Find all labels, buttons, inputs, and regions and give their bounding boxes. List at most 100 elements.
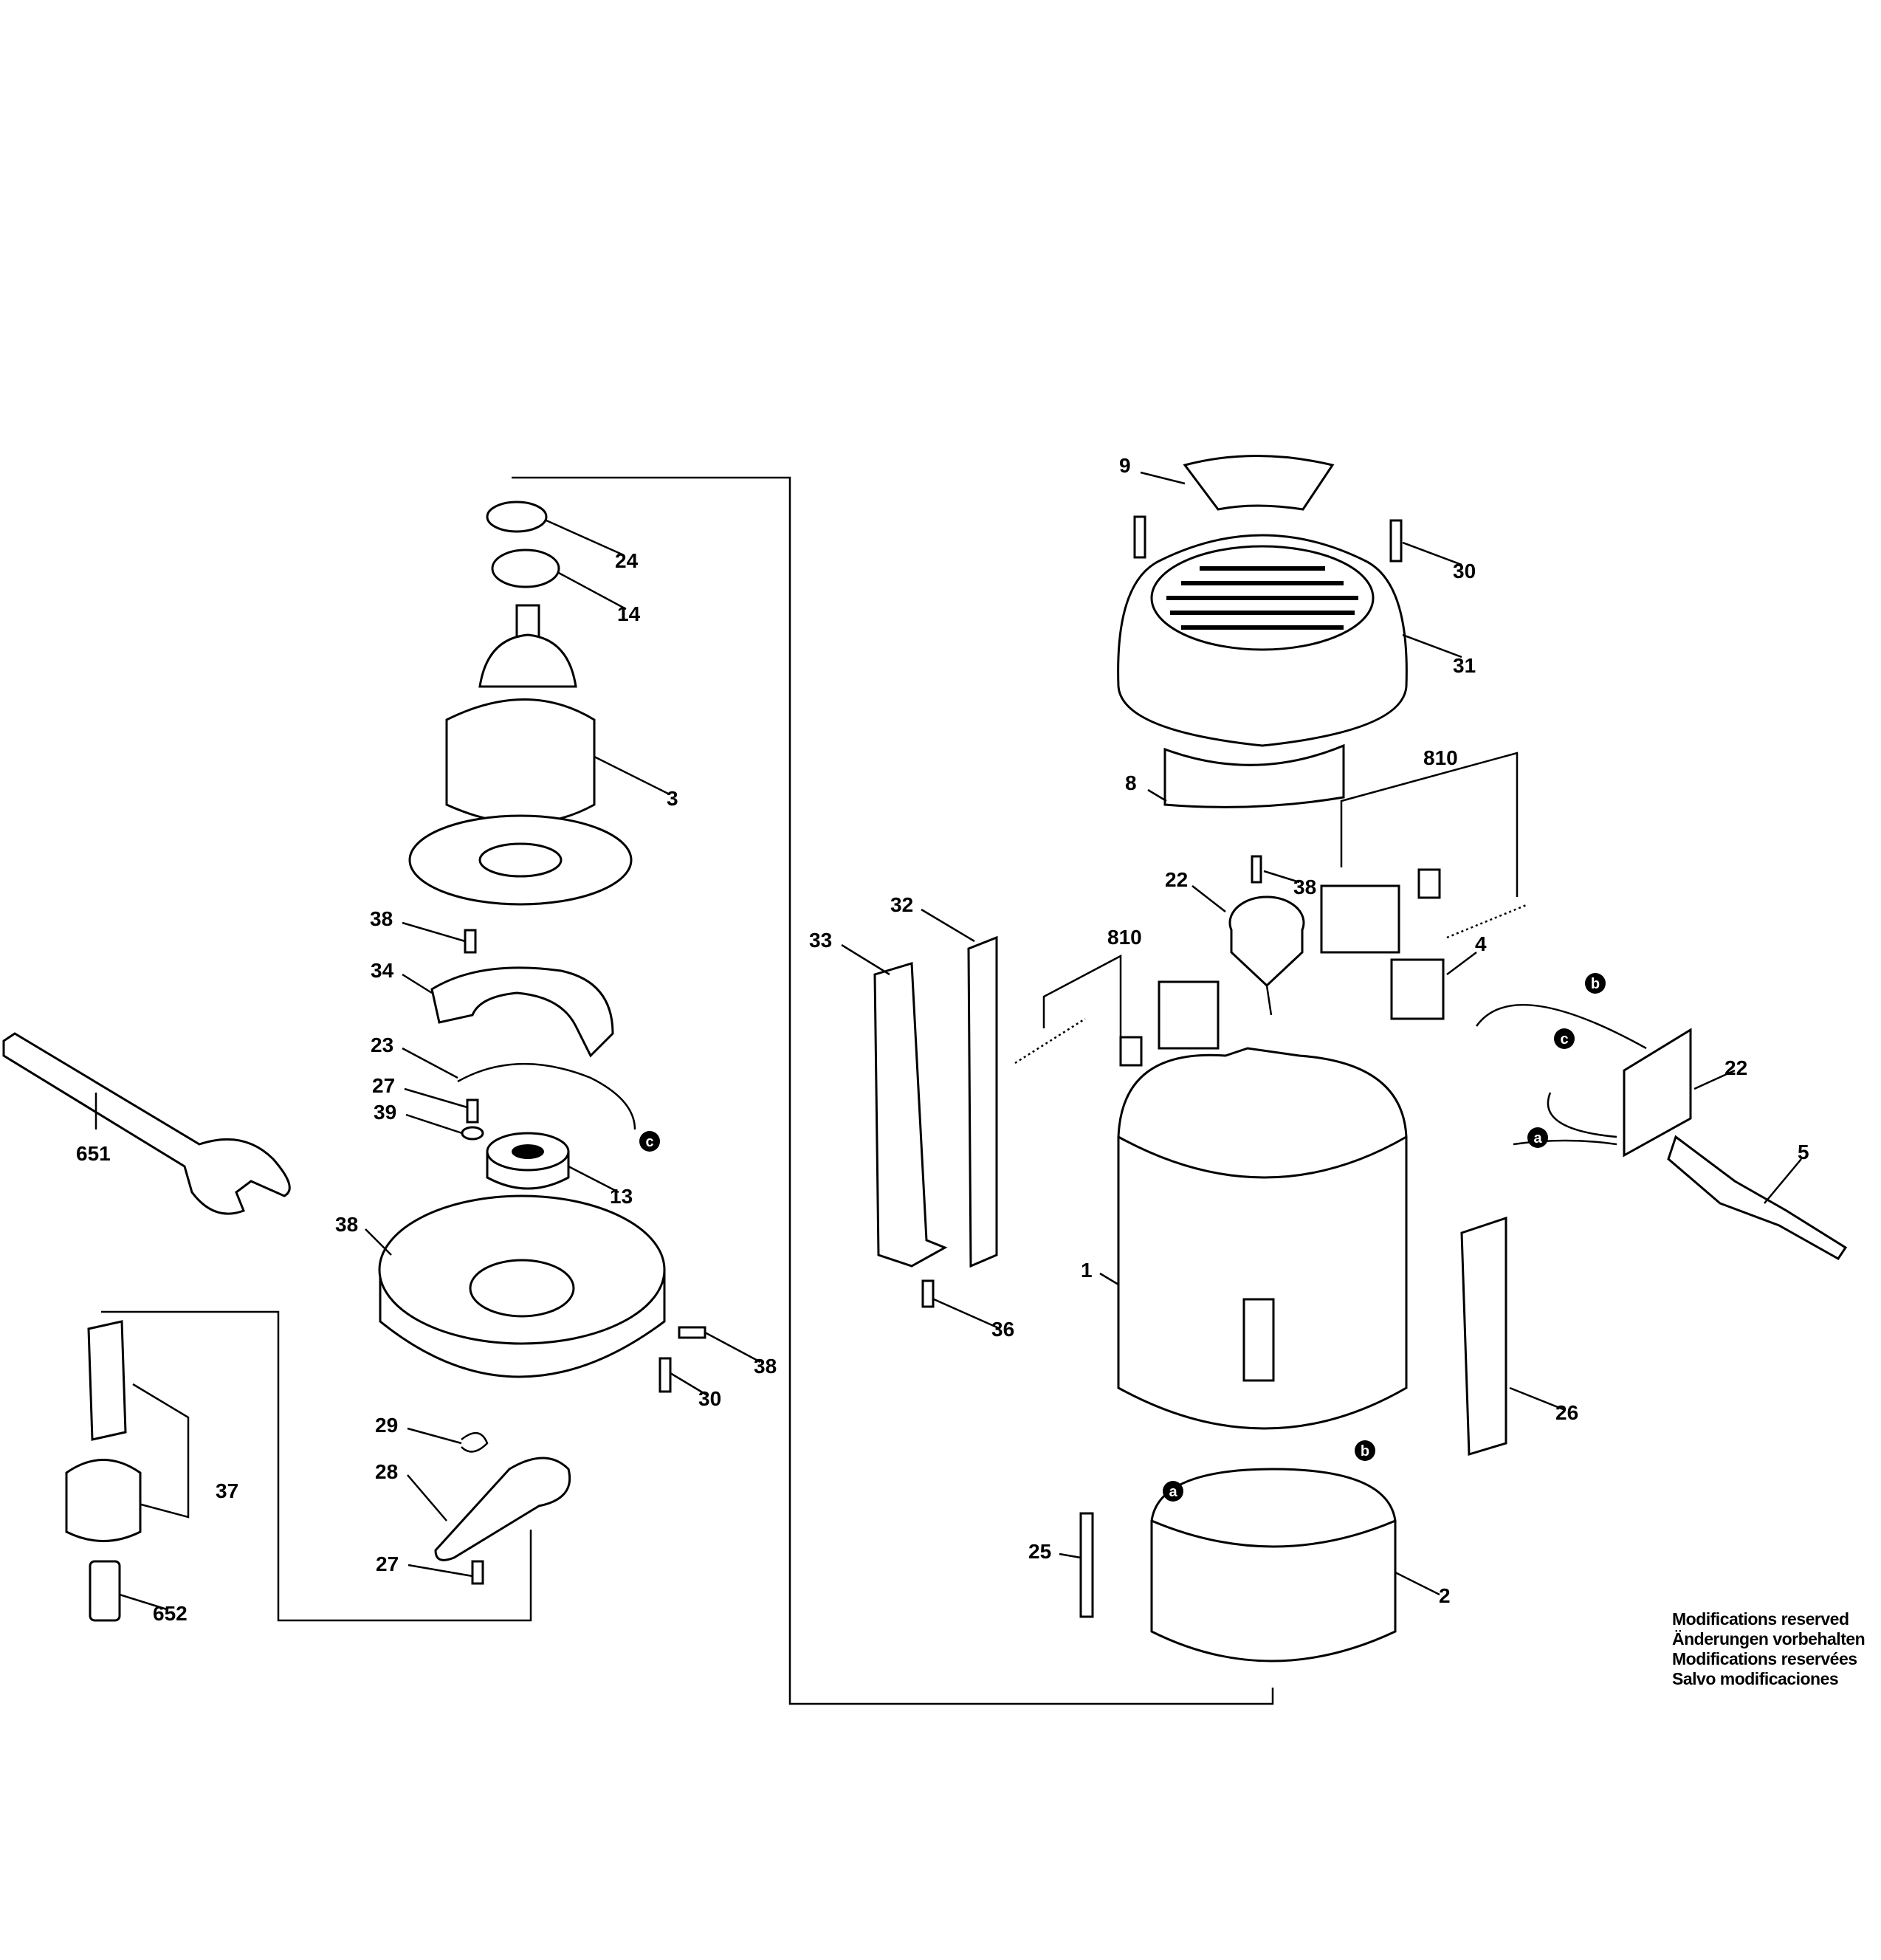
part-34-baffle (430, 966, 614, 1058)
part-38-screw (464, 929, 477, 954)
part-14-bearing (491, 549, 560, 588)
connector-marker-c: c (639, 1131, 660, 1152)
part-24-bearing-clip (486, 501, 548, 533)
notice-line-fr: Modifications reservées (1672, 1649, 1857, 1668)
label-part-2: 2 (1439, 1584, 1451, 1607)
part-37-collet-nut (65, 1459, 142, 1542)
label-part-30: 30 (1453, 560, 1476, 582)
svg-text:b: b (1361, 1443, 1369, 1459)
notice-line-en: Modifications reserved (1672, 1609, 1849, 1629)
part-4-capacitor (1390, 958, 1445, 1020)
connector-marker-c: c (1554, 1028, 1575, 1049)
notice-line-de: Änderungen vorbehalten (1672, 1629, 1865, 1648)
label-part-30: 30 (698, 1387, 721, 1410)
connector-marker-a: a (1163, 1481, 1183, 1502)
part-31-motor-cap (1117, 534, 1408, 747)
label-part-32: 32 (890, 893, 913, 916)
label-part-8: 8 (1125, 771, 1137, 794)
part-5-power-cable (1667, 1135, 1848, 1260)
part-810-brush (1417, 868, 1441, 899)
wiring (1475, 1003, 1647, 1146)
part-651-wrench (2, 1032, 291, 1215)
label-part-1: 1 (1081, 1259, 1093, 1282)
brush-set-bracket-upper (1340, 752, 1519, 897)
part-13-bearing (486, 1132, 570, 1190)
label-part-13: 13 (610, 1185, 633, 1208)
part-30-screw (658, 1357, 672, 1393)
svg-text:c: c (645, 1134, 653, 1150)
label-part-28: 28 (375, 1460, 398, 1483)
collet-set-bracket (132, 1383, 190, 1519)
leader-lines (94, 471, 1802, 1611)
label-part-810: 810 (1423, 746, 1458, 769)
connector-markers: b c a b a c (639, 973, 1606, 1502)
label-part-31: 31 (1453, 654, 1476, 677)
connector-marker-b: b (1355, 1440, 1375, 1461)
part-3-armature (408, 604, 633, 906)
svg-text:b: b (1591, 976, 1600, 992)
part-8-label (1163, 743, 1345, 808)
part-27-screw (471, 1560, 484, 1585)
part-810-spring (1446, 903, 1529, 939)
part-38-screw (678, 1326, 706, 1339)
part-1-motor-housing (1117, 1047, 1408, 1430)
label-part-27: 27 (376, 1552, 399, 1575)
label-part-29: 29 (375, 1414, 398, 1437)
notice-line-es: Salvo modificaciones (1672, 1669, 1839, 1688)
part-30-screw (1389, 519, 1403, 563)
part-39-washer (461, 1126, 484, 1141)
label-part-38: 38 (370, 907, 393, 930)
connector-marker-a: a (1527, 1127, 1548, 1148)
brush-set-bracket-lower (1042, 954, 1122, 1048)
collet-group-bracket (101, 1310, 532, 1622)
svg-text:a: a (1169, 1484, 1177, 1500)
label-part-37: 37 (216, 1479, 238, 1502)
label-part-22: 22 (1165, 868, 1188, 891)
part-9-label-plate (1183, 455, 1335, 511)
label-part-24: 24 (615, 549, 639, 572)
label-part-810: 810 (1107, 926, 1142, 949)
armature-group-bracket (512, 476, 1274, 1705)
label-part-9: 9 (1119, 454, 1131, 477)
part-22-switch (1228, 855, 1305, 1016)
part-32-rail (967, 935, 998, 1268)
part-36-screw (921, 1279, 935, 1308)
connector-marker-b: b (1585, 973, 1606, 994)
label-part-5: 5 (1798, 1141, 1809, 1163)
label-part-22: 22 (1724, 1056, 1747, 1079)
part-810-brush-holder (1320, 884, 1400, 954)
label-part-25: 25 (1028, 1540, 1051, 1563)
modifications-notice: Modifications reserved Änderungen vorbeh… (1672, 1609, 1865, 1689)
part-652-collet (89, 1560, 121, 1622)
part-27-screw (466, 1098, 479, 1124)
label-part-14: 14 (617, 602, 641, 625)
part-810-brush (1119, 1036, 1143, 1067)
label-part-38: 38 (335, 1213, 358, 1236)
label-part-38: 38 (754, 1355, 777, 1378)
part-25-screw (1079, 1512, 1094, 1618)
part-22-circuit-board (1623, 1028, 1692, 1158)
part-labels: 9 30 31 810 8 22 38 810 32 33 4 22 5 1 3… (76, 454, 1809, 1625)
part-810-brush-holder (1158, 980, 1220, 1050)
part-28-lock-lever (434, 1457, 571, 1561)
part-33-rail (873, 962, 948, 1268)
label-part-4: 4 (1475, 932, 1487, 955)
label-part-652: 652 (153, 1602, 188, 1625)
label-part-38: 38 (1293, 876, 1316, 898)
part-38-end-shield (378, 1194, 666, 1378)
label-part-39: 39 (374, 1101, 396, 1124)
part-810-spring (1014, 1017, 1086, 1065)
part-23-cable (457, 1063, 636, 1130)
label-part-23: 23 (371, 1034, 393, 1056)
label-part-3: 3 (667, 787, 678, 810)
part-30-screw (1133, 515, 1146, 559)
part-29-spring (461, 1432, 489, 1453)
label-part-36: 36 (991, 1318, 1014, 1341)
label-part-27: 27 (372, 1074, 395, 1097)
label-part-26: 26 (1555, 1401, 1578, 1424)
part-37-collet-nut (87, 1320, 127, 1441)
part-26-plate (1460, 1216, 1507, 1456)
svg-text:a: a (1533, 1130, 1542, 1146)
